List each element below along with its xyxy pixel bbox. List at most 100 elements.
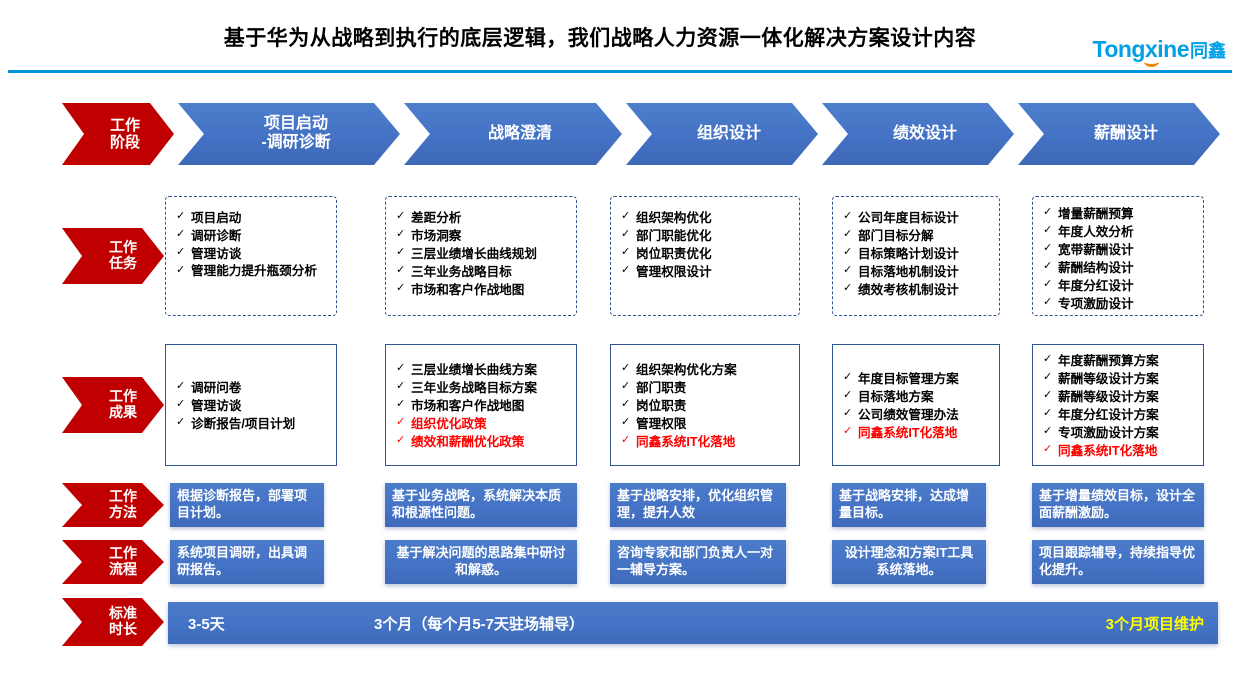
- stage-5-title: 薪酬设计: [1093, 124, 1158, 142]
- duration-segment-2: 3个月（每个月5-7天驻场辅导）: [374, 615, 585, 633]
- list-item: 管理访谈: [176, 397, 330, 415]
- rowlabel-tasks-line2: 任务: [109, 255, 137, 271]
- brand-logo: Tongxine 同鑫: [1092, 36, 1226, 67]
- list-item: 公司绩效管理办法: [843, 406, 993, 424]
- stage-4-title: 绩效设计: [892, 124, 957, 142]
- list-item: 市场洞察: [396, 227, 570, 245]
- result-list-1: 调研问卷 管理访谈 诊断报告/项目计划: [176, 379, 330, 433]
- list-item: 薪酬结构设计: [1043, 259, 1197, 277]
- stage-chevron-1[interactable]: 项目启动 -调研诊断: [178, 103, 400, 165]
- rowlabel-duration-text: 标准 时长: [89, 606, 137, 637]
- method-box-5: 基于增量绩效目标，设计全面薪酬激励。: [1032, 483, 1204, 527]
- result-list-4: 年度目标管理方案 目标落地方案 公司绩效管理办法 同鑫系统IT化落地: [843, 370, 993, 442]
- stage-3-title: 组织设计: [696, 124, 761, 142]
- list-item: 宽带薪酬设计: [1043, 241, 1197, 259]
- list-item: 年度目标管理方案: [843, 370, 993, 388]
- stage-chevron-2[interactable]: 战略澄清: [404, 103, 622, 165]
- rowlabel-duration: 标准 时长: [62, 598, 164, 646]
- list-item: 调研问卷: [176, 379, 330, 397]
- task-list-3: 组织架构优化 部门职能优化 岗位职责优化 管理权限设计: [621, 209, 793, 281]
- duration-segment-1: 3-5天: [188, 615, 225, 633]
- rowlabel-tasks: 工作 任务: [62, 228, 164, 284]
- list-item: 管理权限: [621, 415, 793, 433]
- list-item: 三层业绩增长曲线方案: [396, 361, 570, 379]
- method-box-2: 基于业务战略，系统解决本质和根源性问题。: [385, 483, 577, 527]
- rowlabel-process: 工作 流程: [62, 540, 164, 584]
- process-box-1: 系统项目调研，出具调研报告。: [170, 540, 324, 584]
- rowlabel-results-line1: 工作: [109, 388, 137, 405]
- rowlabel-methods-text: 工作 方法: [89, 489, 137, 520]
- process-text-1: 系统项目调研，出具调研报告。: [177, 545, 308, 577]
- process-text-3: 咨询专家和部门负责人一对一辅导方案。: [617, 545, 774, 577]
- rowlabel-process-line1: 工作: [109, 545, 137, 562]
- page-header: 基于华为从战略到执行的底层逻辑，我们战略人力资源一体化解决方案设计内容 Tong…: [0, 0, 1240, 73]
- rowlabel-stage: 工作 阶段: [62, 103, 174, 165]
- list-item: 项目启动: [176, 209, 330, 227]
- rowlabel-duration-line1: 标准: [109, 605, 137, 622]
- task-box-4: 公司年度目标设计 部门目标分解 目标策略计划设计 目标落地机制设计 绩效考核机制…: [832, 196, 1000, 316]
- list-item: 专项激励设计方案: [1043, 424, 1197, 442]
- list-item: 部门职能优化: [621, 227, 793, 245]
- logo-arc-icon: [1144, 56, 1160, 67]
- list-item: 同鑫系统IT化落地: [621, 433, 793, 451]
- method-text-4: 基于战略安排，达成增量目标。: [839, 488, 970, 520]
- stage-1-title-line1: 项目启动: [263, 115, 328, 133]
- rowlabel-stage-line1: 工作: [109, 116, 140, 134]
- process-box-4: 设计理念和方案IT工具系统落地。: [832, 540, 986, 584]
- stage-chevron-1-label: 项目启动 -调研诊断: [247, 115, 330, 152]
- list-item: 薪酬等级设计方案: [1043, 388, 1197, 406]
- list-item: 组织优化政策: [396, 415, 570, 433]
- list-item: 目标落地机制设计: [843, 263, 993, 281]
- result-box-3: 组织架构优化方案 部门职责 岗位职责 管理权限 同鑫系统IT化落地: [610, 344, 800, 466]
- method-text-5: 基于增量绩效目标，设计全面薪酬激励。: [1039, 488, 1196, 520]
- method-box-4: 基于战略安排，达成增量目标。: [832, 483, 986, 527]
- task-box-5: 增量薪酬预算 年度人效分析 宽带薪酬设计 薪酬结构设计 年度分红设计 专项激励设…: [1032, 196, 1204, 316]
- rowlabel-process-text: 工作 流程: [89, 546, 137, 577]
- list-item: 绩效考核机制设计: [843, 281, 993, 299]
- list-item: 绩效和薪酬优化政策: [396, 433, 570, 451]
- result-box-5: 年度薪酬预算方案 薪酬等级设计方案 薪酬等级设计方案 年度分红设计方案 专项激励…: [1032, 344, 1204, 466]
- method-text-2: 基于业务战略，系统解决本质和根源性问题。: [392, 488, 562, 520]
- list-item: 年度分红设计方案: [1043, 406, 1197, 424]
- task-box-3: 组织架构优化 部门职能优化 岗位职责优化 管理权限设计: [610, 196, 800, 316]
- method-text-1: 根据诊断报告，部署项目计划。: [177, 488, 308, 520]
- stage-chevron-4[interactable]: 绩效设计: [822, 103, 1014, 165]
- result-list-5: 年度薪酬预算方案 薪酬等级设计方案 薪酬等级设计方案 年度分红设计方案 专项激励…: [1043, 352, 1197, 460]
- stage-2-title: 战略澄清: [487, 124, 552, 142]
- rowlabel-tasks-text: 工作 任务: [89, 240, 137, 271]
- list-item: 诊断报告/项目计划: [176, 415, 330, 433]
- task-list-2: 差距分析 市场洞察 三层业绩增长曲线规划 三年业务战略目标 市场和客户作战地图: [396, 209, 570, 299]
- result-box-4: 年度目标管理方案 目标落地方案 公司绩效管理办法 同鑫系统IT化落地: [832, 344, 1000, 466]
- list-item: 三层业绩增长曲线规划: [396, 245, 570, 263]
- list-item: 组织架构优化方案: [621, 361, 793, 379]
- list-item: 市场和客户作战地图: [396, 397, 570, 415]
- method-text-3: 基于战略安排，优化组织管理，提升人效: [617, 488, 774, 520]
- process-box-5: 项目跟踪辅导，持续指导优化提升。: [1032, 540, 1204, 584]
- rowlabel-process-line2: 流程: [109, 561, 137, 577]
- header-divider: [8, 70, 1232, 73]
- stage-1-title-line2: -调研诊断: [261, 134, 331, 151]
- logo-chinese-label: 同鑫: [1190, 41, 1226, 61]
- rowlabel-methods: 工作 方法: [62, 483, 164, 527]
- list-item: 三年业务战略目标: [396, 263, 570, 281]
- page-title: 基于华为从战略到执行的底层逻辑，我们战略人力资源一体化解决方案设计内容: [223, 27, 977, 50]
- stage-chevron-3[interactable]: 组织设计: [626, 103, 818, 165]
- process-text-2: 基于解决问题的思路集中研讨和解惑。: [396, 545, 566, 577]
- duration-bar: 3-5天 3个月（每个月5-7天驻场辅导） 3个月项目维护: [168, 602, 1218, 644]
- list-item: 组织架构优化: [621, 209, 793, 227]
- task-box-1: 项目启动 调研诊断 管理访谈 管理能力提升瓶颈分析: [165, 196, 337, 316]
- list-item: 岗位职责优化: [621, 245, 793, 263]
- list-item: 专项激励设计: [1043, 295, 1197, 313]
- rowlabel-stage-line2: 阶段: [109, 134, 140, 151]
- stage-chevron-5[interactable]: 薪酬设计: [1018, 103, 1220, 165]
- result-box-1: 调研问卷 管理访谈 诊断报告/项目计划: [165, 344, 337, 466]
- process-box-2: 基于解决问题的思路集中研讨和解惑。: [385, 540, 577, 584]
- process-box-3: 咨询专家和部门负责人一对一辅导方案。: [610, 540, 786, 584]
- list-item: 部门目标分解: [843, 227, 993, 245]
- result-list-3: 组织架构优化方案 部门职责 岗位职责 管理权限 同鑫系统IT化落地: [621, 361, 793, 451]
- list-item: 薪酬等级设计方案: [1043, 370, 1197, 388]
- method-box-3: 基于战略安排，优化组织管理，提升人效: [610, 483, 786, 527]
- process-text-4: 设计理念和方案IT工具系统落地。: [844, 545, 974, 577]
- list-item: 同鑫系统IT化落地: [843, 424, 993, 442]
- rowlabel-tasks-line1: 工作: [109, 239, 137, 256]
